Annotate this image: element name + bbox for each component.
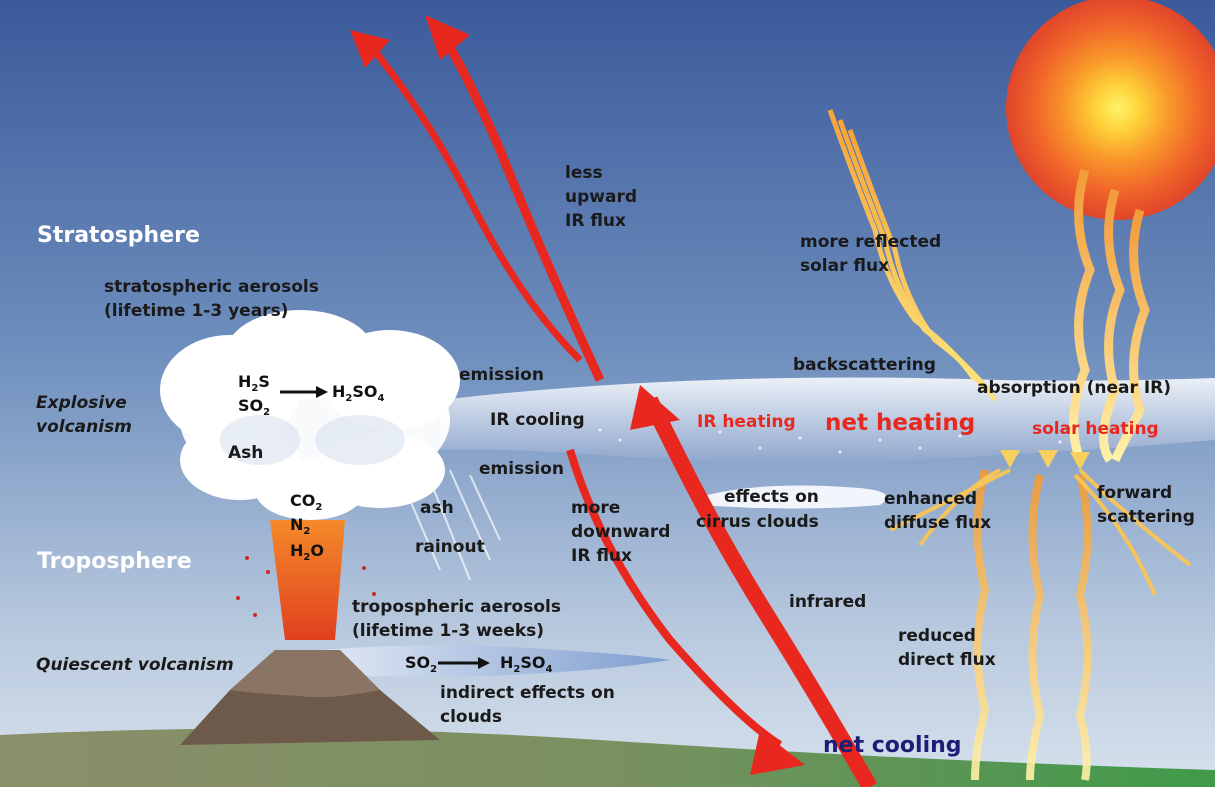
direct-line2: direct flux (898, 650, 996, 670)
ash-fall-label: ash (420, 498, 454, 518)
reflected-solar-line1: more reflected (800, 232, 941, 252)
cirrus-line1: effects on (724, 487, 819, 507)
explosive-volcanism-line1: Explosive (36, 393, 127, 413)
ir-heating-label: IR heating (697, 412, 796, 432)
scattered-rays (889, 468, 1192, 596)
forward-line2: scattering (1097, 507, 1195, 527)
solar-heating-label: solar heating (1032, 419, 1159, 439)
net-cooling-label: net cooling (823, 733, 962, 758)
forward-line1: forward (1097, 483, 1172, 503)
diffuse-line2: diffuse flux (884, 513, 991, 533)
ir-cooling-label: IR cooling (490, 410, 585, 430)
ash-rainout-streaks (409, 469, 501, 581)
less-upward-line3: IR flux (565, 211, 626, 231)
quiescent-volcanism-label: Quiescent volcanism (36, 655, 234, 675)
explosive-volcanism-line2: volcanism (36, 417, 132, 437)
h2s-formula: H2S (238, 372, 270, 394)
reflected-solar-line2: solar flux (800, 256, 889, 276)
trop-aerosols-line2: (lifetime 1-3 weeks) (352, 621, 544, 641)
more-downward-line2: downward (571, 522, 670, 542)
emission-top-label: emission (459, 365, 544, 385)
reduced-direct-rays (971, 469, 1092, 781)
solar-rays-down (1069, 168, 1150, 463)
ash-label: Ash (228, 443, 263, 463)
trop-so2-formula: SO2 (405, 653, 437, 675)
eruption-column (270, 520, 345, 640)
less-upward-line2: upward (565, 187, 637, 207)
downward-ir-arrow (566, 448, 783, 749)
stratospheric-aerosol-layer (440, 377, 1215, 463)
cirrus-cloud (700, 485, 887, 509)
trop-h2so4-formula: H2SO4 (500, 653, 552, 675)
indirect-effects-line2: clouds (440, 707, 502, 727)
indirect-effects-line1: indirect effects on (440, 683, 615, 703)
sun-icon (1006, 0, 1215, 220)
cirrus-line2: cirrus clouds (696, 512, 819, 532)
upward-ir-arrow-thin (367, 42, 583, 363)
stratosphere-label: Stratosphere (37, 223, 200, 248)
strat-aerosols-line1: stratospheric aerosols (104, 277, 319, 297)
n2-formula: N2 (290, 515, 310, 537)
diffuse-line1: enhanced (884, 489, 977, 509)
troposphere-label: Troposphere (37, 549, 192, 574)
more-downward-line3: IR flux (571, 546, 632, 566)
infrared-label: infrared (789, 592, 866, 612)
reflected-solar-rays (827, 109, 998, 402)
backscattering-label: backscattering (793, 355, 936, 375)
direct-line1: reduced (898, 626, 976, 646)
rainout-label: rainout (415, 537, 485, 557)
so2-formula: SO2 (238, 396, 270, 418)
infrared-arrow (642, 396, 877, 791)
emission-bottom-label: emission (479, 459, 564, 479)
ash-cloud (160, 310, 460, 520)
lava-droplets (236, 556, 376, 617)
less-upward-line1: less (565, 163, 603, 183)
upward-ir-arrow-thick (436, 27, 605, 382)
net-heating-label: net heating (825, 410, 975, 436)
trop-aerosols-line1: tropospheric aerosols (352, 597, 561, 617)
co2-formula: CO2 (290, 491, 322, 513)
more-downward-line1: more (571, 498, 620, 518)
absorption-label: absorption (near IR) (977, 378, 1171, 398)
ground (0, 728, 1215, 787)
volcano-cone (180, 650, 440, 745)
h2so4-formula: H2SO4 (332, 382, 384, 404)
strat-aerosols-line2: (lifetime 1-3 years) (104, 301, 288, 321)
h2o-formula: H2O (290, 541, 324, 563)
